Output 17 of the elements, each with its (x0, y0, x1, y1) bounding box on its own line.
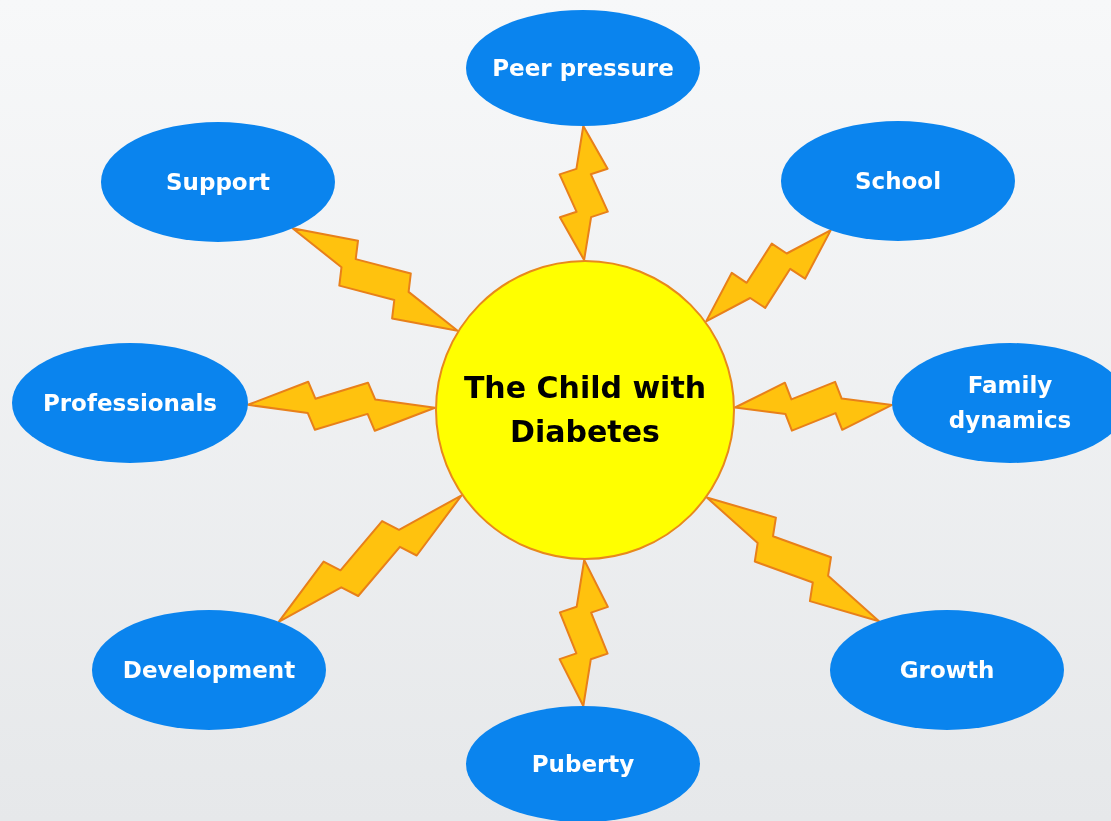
node-label: School (854, 166, 942, 196)
lightning-bolt-connector (558, 559, 609, 707)
lightning-bolt-connector (734, 380, 894, 432)
node-label: Development (122, 655, 296, 685)
node-label: The Child with Diabetes (462, 369, 708, 451)
lightning-bolt-connector (277, 494, 463, 623)
lightning-bolt-connector (246, 380, 436, 432)
node-label: Professionals (42, 388, 218, 418)
lightning-bolt-connector (558, 125, 609, 261)
node-label: Peer pressure (492, 53, 674, 83)
lightning-bolt-connector (705, 496, 880, 623)
node-label: Support (166, 167, 270, 197)
lightning-bolt-connector (705, 229, 832, 323)
node-label: Family dynamics (947, 371, 1073, 435)
node-label: Puberty (531, 749, 635, 779)
lightning-bolt-connector (291, 227, 459, 332)
node-label: Growth (899, 655, 995, 685)
